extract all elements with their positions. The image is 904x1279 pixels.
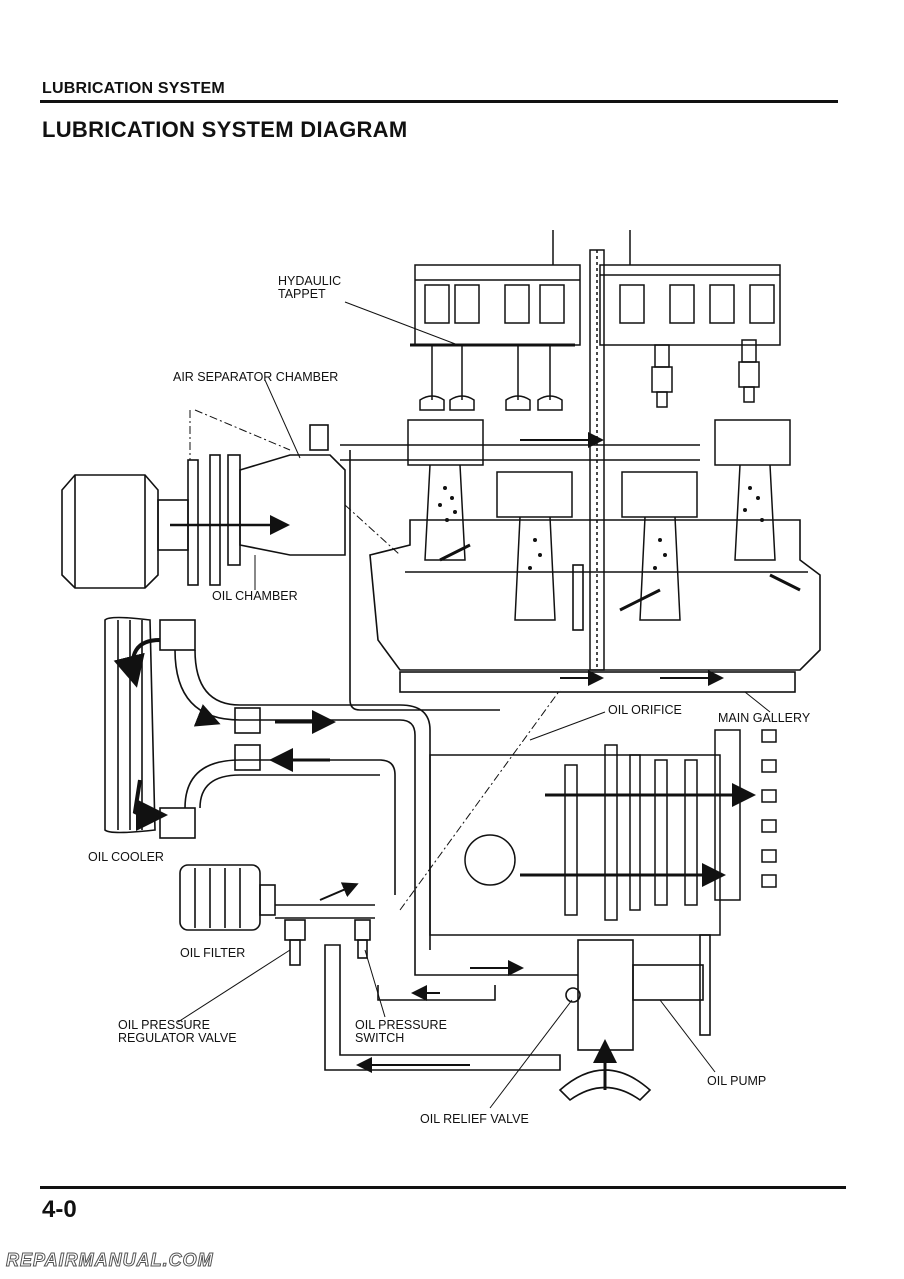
valves (419, 345, 563, 411)
cooler-hoses (174, 649, 431, 960)
label-oil-orifice: OIL ORIFICE (608, 703, 682, 717)
label-oil-pressure-switch: OIL PRESSURE (355, 1018, 447, 1032)
page-title: LUBRICATION SYSTEM DIAGRAM (42, 117, 408, 142)
crankcase (369, 519, 821, 693)
label-switch: SWITCH (355, 1031, 404, 1045)
reference-lines (189, 409, 561, 911)
footer-rule (40, 1186, 846, 1189)
label-hydraulic-tappet: HYDAULIC (278, 274, 341, 288)
transmission (429, 729, 777, 936)
connecting-rods (424, 464, 776, 621)
label-oil-pump: OIL PUMP (707, 1074, 766, 1088)
oil-passages (324, 432, 724, 1073)
label-oil-relief-valve: OIL RELIEF VALVE (420, 1112, 529, 1126)
label-oil-chamber: OIL CHAMBER (212, 589, 298, 603)
oil-cooler (104, 616, 196, 839)
spark-plugs (651, 339, 760, 408)
header-rule (40, 100, 838, 103)
watermark: REPAIRMANUAL.COM (6, 1250, 214, 1271)
label-regulator-valve: REGULATOR VALVE (118, 1031, 237, 1045)
section-title: LUBRICATION SYSTEM (42, 80, 225, 97)
oil-spray (438, 486, 764, 570)
label-oil-filter: OIL FILTER (180, 946, 245, 960)
label-hydraulic-tappet-2: TAPPET (278, 287, 326, 301)
cylinder-head (410, 230, 781, 347)
leader-lines (177, 301, 771, 1109)
oil-pump (558, 934, 711, 1102)
label-oil-cooler: OIL COOLER (88, 850, 164, 864)
label-main-gallery: MAIN GALLERY (718, 711, 811, 725)
pistons (407, 419, 791, 518)
page-number: 4-0 (42, 1196, 77, 1223)
generator (61, 424, 346, 589)
oil-filter (179, 864, 375, 966)
label-oil-pressure-regulator: OIL PRESSURE (118, 1018, 210, 1032)
label-air-separator-chamber: AIR SEPARATOR CHAMBER (173, 370, 338, 384)
